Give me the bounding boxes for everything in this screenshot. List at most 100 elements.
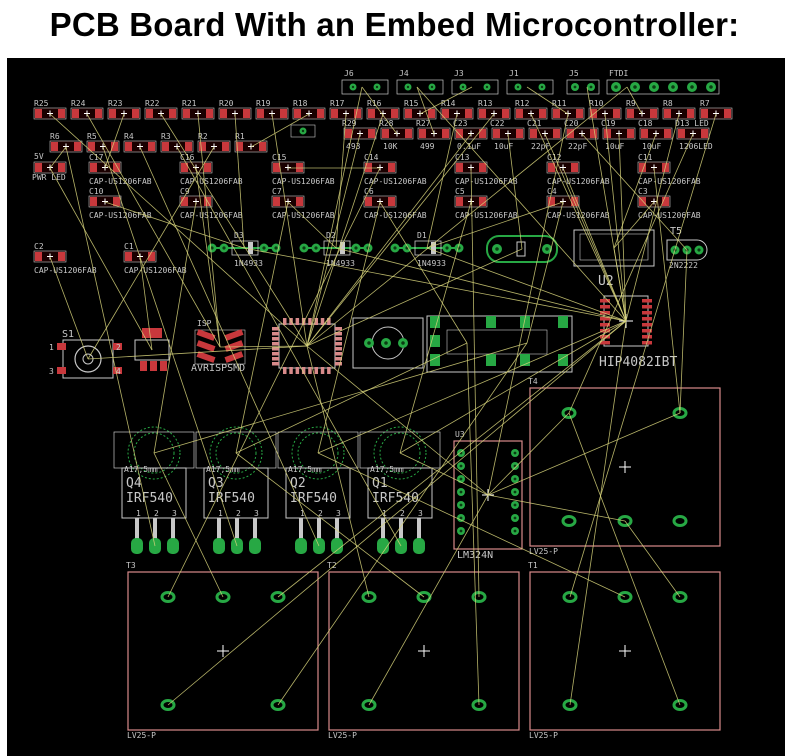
mcu-pad — [308, 318, 312, 325]
part-label: C19 — [601, 119, 616, 128]
resistor — [477, 107, 511, 120]
drill-hole — [459, 490, 463, 494]
relay-pad — [430, 316, 440, 328]
ic-label: U3 — [455, 430, 465, 439]
ic-pad — [600, 335, 610, 339]
mosfet-pad — [377, 538, 389, 554]
cap-value: CAP-US1206FAB — [547, 211, 610, 220]
mcu-pad — [320, 367, 325, 374]
ic-pad — [642, 317, 652, 321]
ic-pad — [600, 323, 610, 327]
oval-pad — [617, 591, 633, 603]
pin-label: 3 — [254, 509, 259, 518]
cap-label: C14 — [364, 153, 379, 162]
resistor — [107, 107, 141, 120]
value-component — [343, 127, 377, 140]
airwire — [416, 86, 627, 322]
airwire — [104, 113, 125, 169]
drill-hole — [274, 246, 278, 250]
airwire — [167, 167, 381, 598]
mosfet-pad — [249, 538, 261, 554]
airwire — [569, 113, 717, 598]
resistor — [292, 107, 326, 120]
oval-pad — [672, 591, 688, 603]
airwire — [624, 520, 681, 598]
resistor-label: R20 — [219, 99, 234, 108]
airwire — [87, 345, 308, 360]
cap-label: C16 — [180, 153, 195, 162]
header-outline — [506, 79, 554, 95]
ftdi-outline — [606, 79, 720, 95]
drill-hole — [709, 85, 713, 89]
sot-outline — [134, 339, 170, 361]
oval-pad — [617, 515, 633, 527]
driver-ic-outline — [603, 295, 649, 347]
transformer-label: T1 — [528, 561, 538, 570]
resistor-label: R11 — [552, 99, 567, 108]
part-label: D13 LED — [675, 119, 709, 128]
airwires — [49, 86, 717, 706]
resistor — [440, 107, 474, 120]
airwire — [243, 247, 627, 322]
heatsink-hole — [133, 432, 175, 474]
ic-pad — [600, 329, 610, 333]
airwire — [104, 201, 245, 249]
airwire — [530, 113, 627, 322]
drill-hole — [589, 85, 593, 89]
header-outline — [396, 79, 444, 95]
mosfet-label: Q2 — [290, 476, 306, 491]
header-label: FTDI — [609, 69, 628, 78]
cap-label: C12 — [547, 153, 562, 162]
switch-actuator — [74, 345, 102, 373]
resistor — [234, 140, 268, 153]
airwire — [487, 412, 570, 496]
mcu-pad — [272, 337, 279, 341]
mosfet-pad — [331, 538, 343, 554]
pin-label: 1 — [300, 509, 305, 518]
mosfet-tab — [359, 431, 441, 469]
resistor-label: R13 — [478, 99, 493, 108]
resistor-label: R5 — [87, 132, 97, 141]
airwire — [49, 146, 67, 169]
crystal-core — [516, 241, 526, 257]
mcu-pad — [335, 327, 342, 331]
mcu-pad — [335, 332, 342, 336]
drill-hole — [354, 246, 358, 250]
resistor-label: R2 — [198, 132, 208, 141]
airwire — [586, 86, 627, 322]
drill-hole — [210, 246, 214, 250]
airwire — [487, 113, 569, 496]
drill-hole — [375, 85, 379, 89]
drill-hole — [393, 246, 397, 250]
mcu-pad — [295, 367, 300, 374]
resistor-label: R14 — [441, 99, 456, 108]
cap-label: C1 — [124, 242, 134, 251]
airwire — [306, 345, 489, 496]
mosfet-pad — [295, 538, 307, 554]
airwire — [335, 113, 347, 249]
airwire — [277, 342, 528, 706]
resistor — [514, 107, 548, 120]
mcu-pad — [314, 367, 318, 374]
small-component — [290, 124, 316, 138]
diode-label: D1 — [417, 231, 427, 240]
transformer-value: LV25-P — [529, 731, 558, 740]
ic-pad — [642, 299, 652, 303]
sot-pad — [150, 361, 157, 371]
airwire — [416, 86, 435, 135]
airwire — [562, 167, 627, 322]
resistor-label: R21 — [182, 99, 197, 108]
page-title: PCB Board With an Embed Microcontroller: — [49, 6, 740, 43]
drill-hole — [459, 477, 463, 481]
mcu-pad — [308, 367, 312, 374]
mcu-pad — [272, 342, 279, 346]
pin-label: 2 — [116, 343, 121, 352]
airwire — [470, 167, 480, 598]
mosfet-pad — [131, 538, 143, 554]
cap-value: CAP-US1206FAB — [364, 211, 427, 220]
resistor — [197, 140, 231, 153]
heatsink-hole — [291, 426, 345, 480]
mcu-pad — [272, 332, 279, 336]
airwire — [219, 345, 308, 348]
